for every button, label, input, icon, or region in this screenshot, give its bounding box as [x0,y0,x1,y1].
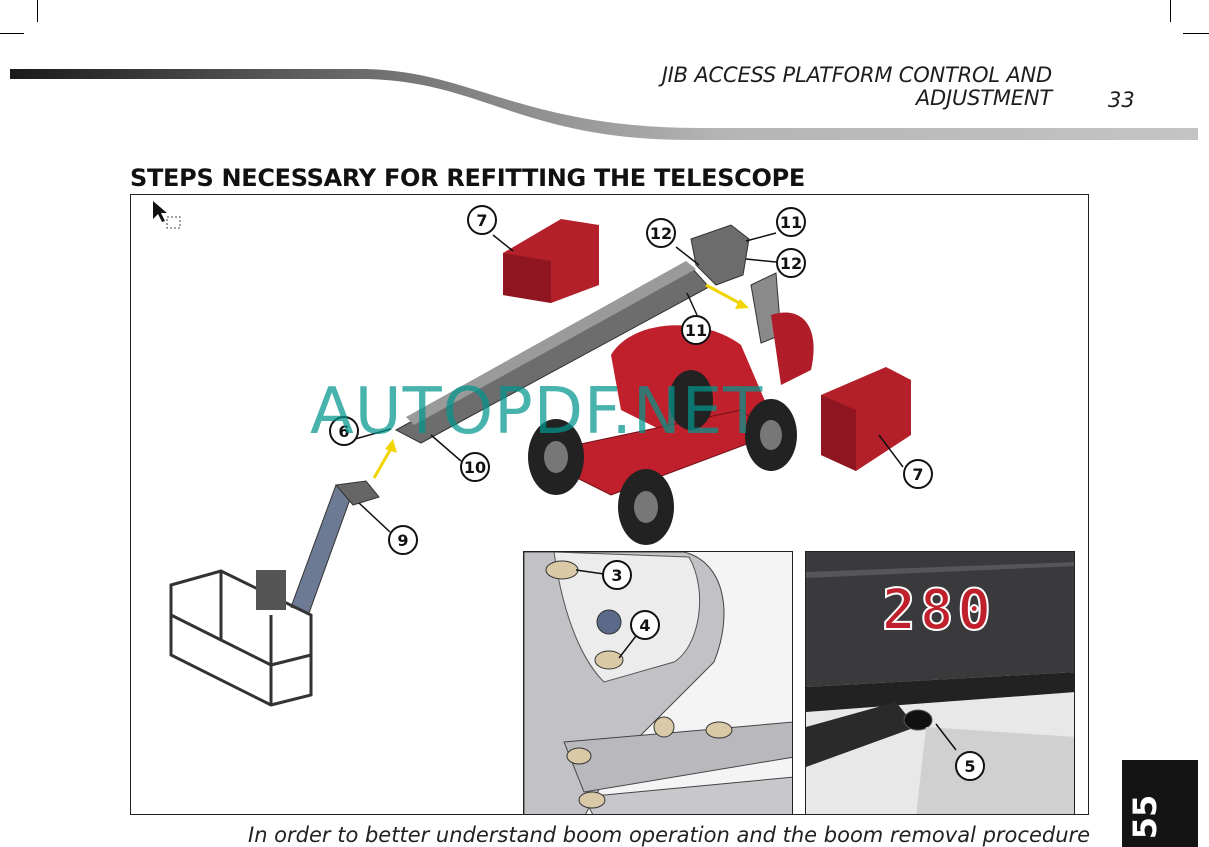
header-title-line2: ADJUSTMENT [915,86,1052,110]
callout-11-top: 11 [776,207,806,237]
section-title: STEPS NECESSARY FOR REFITTING THE TELESC… [130,164,805,192]
header-title-line1: JIB ACCESS PLATFORM CONTROL AND [661,63,1053,87]
crop-mark [37,0,38,22]
page-number: 33 [1108,88,1135,112]
callout-6: 6 [329,416,359,446]
callout-12-left: 12 [646,218,676,248]
callout-5: 5 [955,751,985,781]
inset-detail-left: 3 4 [523,551,793,814]
crop-mark [0,33,24,34]
header-title: JIB ACCESS PLATFORM CONTROL AND ADJUSTME… [661,63,1053,110]
model-number-decal: 280 [881,577,996,644]
callout-10: 10 [460,452,490,482]
callout-9: 9 [388,525,418,555]
inset-right-illustration [806,552,1074,814]
callout-7-top: 7 [467,205,497,235]
side-tab [1122,760,1198,847]
crop-mark [1170,0,1171,22]
inset-detail-right: 280 5 [805,551,1075,814]
watermark: AUTOPDF.NET [310,375,764,449]
inset-left-illustration [524,552,792,814]
callout-4: 4 [630,610,660,640]
header-swoosh [10,69,1198,140]
callout-11-mid: 11 [681,315,711,345]
crop-mark [1183,33,1209,34]
boom-illustration [153,201,911,707]
side-tab-number: 55 [1126,794,1164,840]
main-figure: 7 12 11 12 11 6 10 9 7 3 4 [130,194,1089,815]
callout-7-right: 7 [903,459,933,489]
callout-12-right: 12 [776,248,806,278]
caption: In order to better understand boom opera… [248,823,1091,847]
callout-3: 3 [602,560,632,590]
